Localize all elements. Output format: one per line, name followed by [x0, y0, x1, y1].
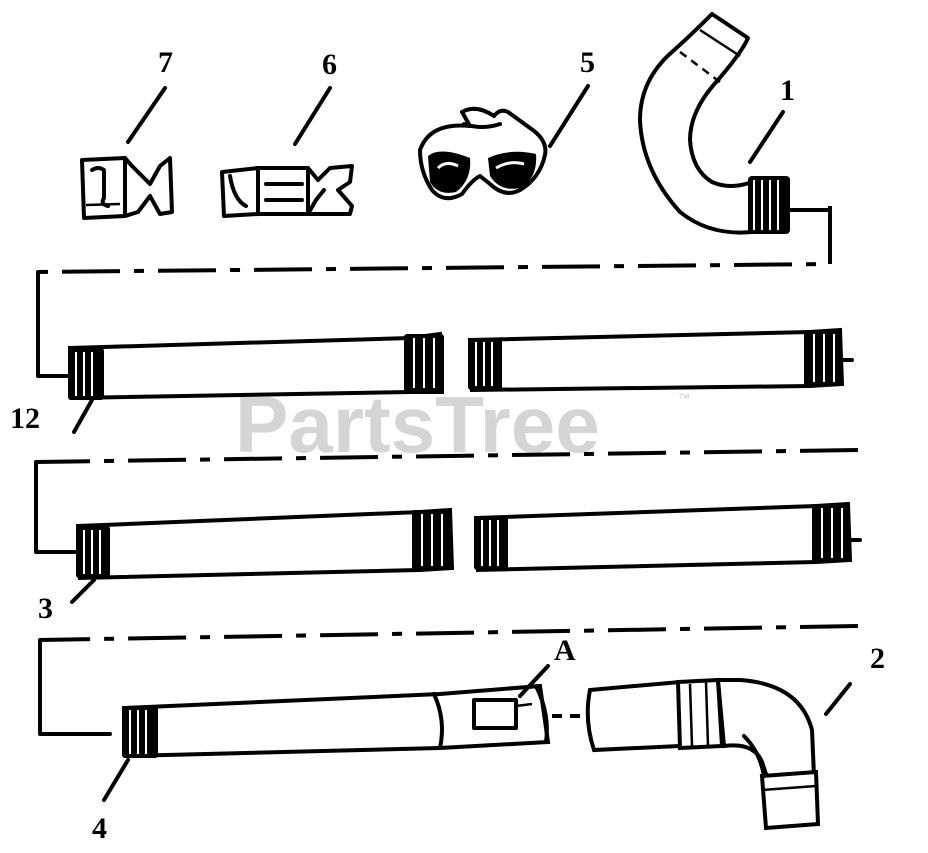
leader-5 — [548, 84, 590, 148]
assembly-line-1 — [37, 206, 832, 274]
part-4-nozzle-tube[interactable] — [121, 683, 551, 759]
assembly-line-3 — [39, 624, 859, 642]
leader-12 — [72, 398, 94, 434]
tube-row2-right[interactable] — [467, 327, 854, 393]
part-2-elbow-nozzle[interactable] — [585, 677, 821, 831]
assembly-line-3-drop — [38, 638, 112, 736]
callout-1: 1 — [780, 74, 795, 107]
leader-2 — [824, 682, 852, 716]
leader-7 — [126, 86, 167, 144]
leader-1 — [748, 110, 785, 164]
callout-7: 7 — [158, 46, 173, 79]
tube-row3-right[interactable] — [473, 501, 862, 573]
part-1-curved-tube[interactable] — [638, 12, 830, 235]
callout-2: 2 — [870, 642, 885, 675]
callout-12: 12 — [10, 402, 40, 435]
callout-4: 4 — [92, 812, 107, 845]
leader-6 — [293, 86, 332, 146]
part-6-coupler[interactable] — [220, 164, 354, 218]
callout-5: 5 — [580, 46, 595, 79]
callout-A: A — [554, 634, 576, 667]
leader-4 — [102, 758, 130, 802]
assembly-line-2-drop — [34, 460, 78, 554]
watermark-trademark: ™ — [678, 391, 690, 405]
assembly-line-2 — [35, 448, 859, 464]
part-12-tube-left[interactable] — [67, 331, 445, 401]
callout-6: 6 — [322, 48, 337, 81]
leader-3 — [70, 578, 96, 604]
part-5-safety-goggles[interactable] — [418, 106, 548, 201]
assembly-line-1-drop — [36, 270, 70, 378]
leader-A — [518, 664, 550, 698]
part-7-clip[interactable] — [80, 156, 174, 220]
part-3-tube-left[interactable] — [75, 507, 455, 581]
callout-3: 3 — [38, 592, 53, 625]
